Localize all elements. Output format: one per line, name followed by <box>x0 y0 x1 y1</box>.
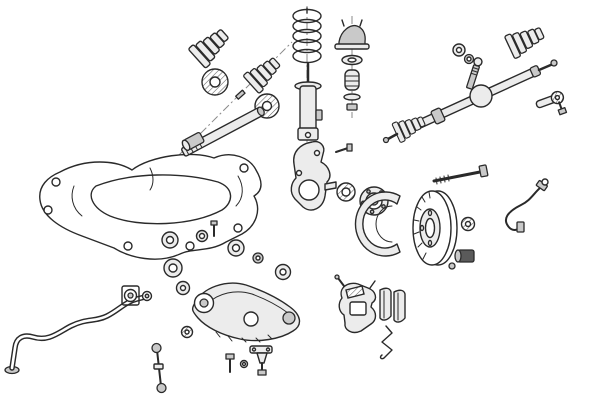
subframe <box>39 153 262 260</box>
steering-rack <box>382 57 558 144</box>
brake-hose <box>504 178 549 233</box>
nut <box>346 103 358 111</box>
brake-disc <box>412 190 458 266</box>
shock-strut <box>294 62 323 141</box>
brake-caliper <box>334 274 377 334</box>
strut-mount-kit <box>334 19 370 111</box>
hub-hardware <box>448 216 476 270</box>
stabilizer-clamp <box>121 285 140 306</box>
brake-pads <box>379 287 406 323</box>
pad-retaining-spring <box>379 325 393 360</box>
ball-joint <box>249 345 273 376</box>
steering-boot <box>503 20 548 60</box>
control-arm <box>191 282 301 343</box>
wheel-bearing <box>336 182 356 202</box>
subframe-bushings <box>161 220 264 264</box>
rack-clamp <box>430 107 446 125</box>
coil-spring <box>292 7 322 64</box>
bump-stop <box>344 69 360 91</box>
steering-knuckle <box>290 140 353 211</box>
axle-shaft <box>181 106 265 157</box>
rack-inner-boot <box>391 110 429 144</box>
small-hardware <box>225 353 249 373</box>
tie-rod-end <box>535 90 568 116</box>
cv-boot-outer <box>187 23 235 70</box>
rack-bushings <box>452 43 475 65</box>
strut-top-mount <box>338 24 366 47</box>
cv-boot-inner <box>242 52 286 95</box>
pinion-input-shaft <box>466 57 483 90</box>
pinion-housing <box>469 84 493 108</box>
stabilizer-link <box>151 342 167 394</box>
stabilizer-bar <box>4 290 153 375</box>
splash-shield <box>354 191 401 257</box>
shaft-sleeve <box>181 131 205 151</box>
boot-clamp <box>235 89 246 100</box>
drive-shaft-assembly <box>181 23 286 157</box>
control-arm-bushings <box>163 258 292 339</box>
washer <box>343 93 361 101</box>
mounting-bolt <box>432 164 489 185</box>
